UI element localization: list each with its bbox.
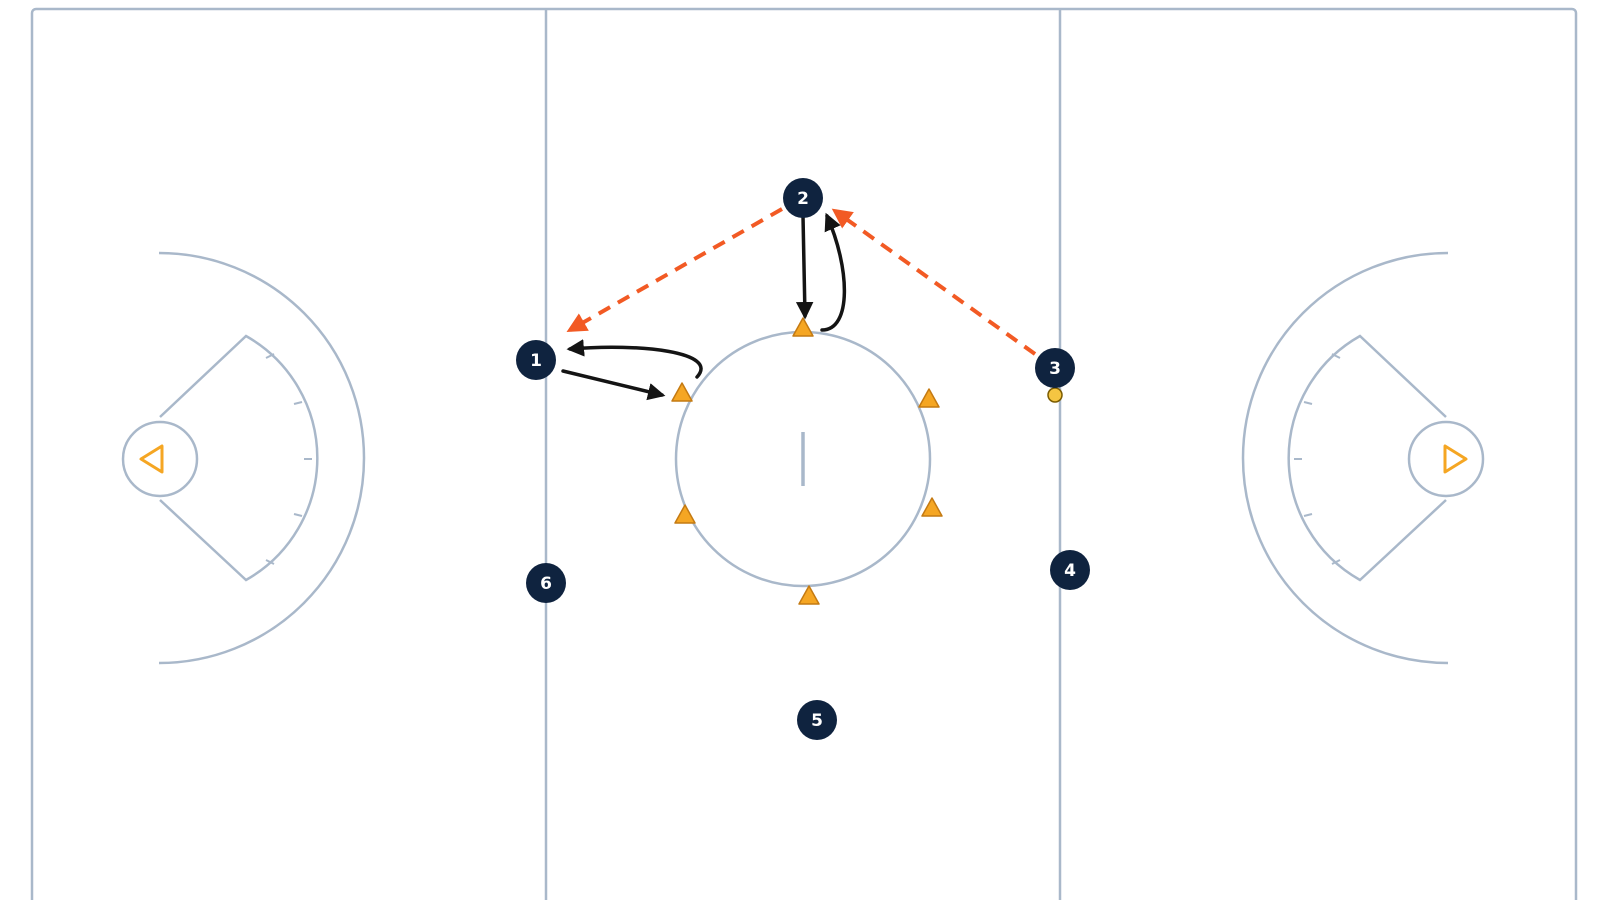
cone-icon: [918, 388, 940, 408]
player-6[interactable]: 6: [526, 563, 566, 603]
player-4[interactable]: 4: [1050, 550, 1090, 590]
left-fan-hash: [265, 353, 275, 359]
player-1[interactable]: 1: [516, 340, 556, 380]
left-fan: [159, 334, 319, 582]
right-goal-marker-icon: [1443, 444, 1468, 474]
right-8m-arc: [1241, 251, 1449, 665]
right-goal-area: [1241, 251, 1485, 665]
cone-icon: [792, 317, 814, 337]
field-boundary: [30, 7, 1578, 900]
right-fan: [1287, 334, 1447, 582]
player-3-label: 3: [1049, 359, 1061, 379]
player-5[interactable]: 5: [797, 700, 837, 740]
pass-arrow-3-to-2: [831, 208, 1037, 356]
left-goal-circle: [121, 420, 199, 498]
left-fan-hash: [293, 401, 303, 405]
player-6-label: 6: [540, 574, 552, 594]
player-2[interactable]: 2: [783, 178, 823, 218]
ball: [1047, 387, 1063, 403]
run-arrow-cone-to-1: [566, 339, 703, 379]
player-2-label: 2: [797, 189, 809, 209]
left-goal-marker-icon: [139, 444, 164, 474]
cone-icon: [674, 504, 696, 524]
cone-icon: [671, 382, 693, 402]
player-1-label: 1: [530, 351, 542, 371]
run-arrow-cone-to-2: [820, 212, 847, 332]
player-4-label: 4: [1064, 561, 1076, 581]
right-fan-hash: [1331, 559, 1341, 565]
cone-icon: [798, 585, 820, 605]
player-5-label: 5: [811, 711, 823, 731]
left-goal-area: [121, 251, 366, 665]
cones: [671, 317, 943, 605]
right-fan-hash: [1303, 401, 1313, 405]
player-3[interactable]: 3: [1035, 348, 1075, 388]
left-fan-hash: [265, 559, 275, 565]
left-8m-arc: [158, 251, 366, 665]
run-arrow-2-to-cone: [795, 214, 814, 320]
left-fan-hash: [293, 513, 303, 517]
right-fan-hash: [1331, 353, 1341, 359]
run-arrow-1-to-cone: [561, 369, 666, 401]
cone-icon: [921, 497, 943, 517]
pass-arrow-2-to-1: [566, 207, 783, 332]
right-fan-hash: [1303, 513, 1313, 517]
